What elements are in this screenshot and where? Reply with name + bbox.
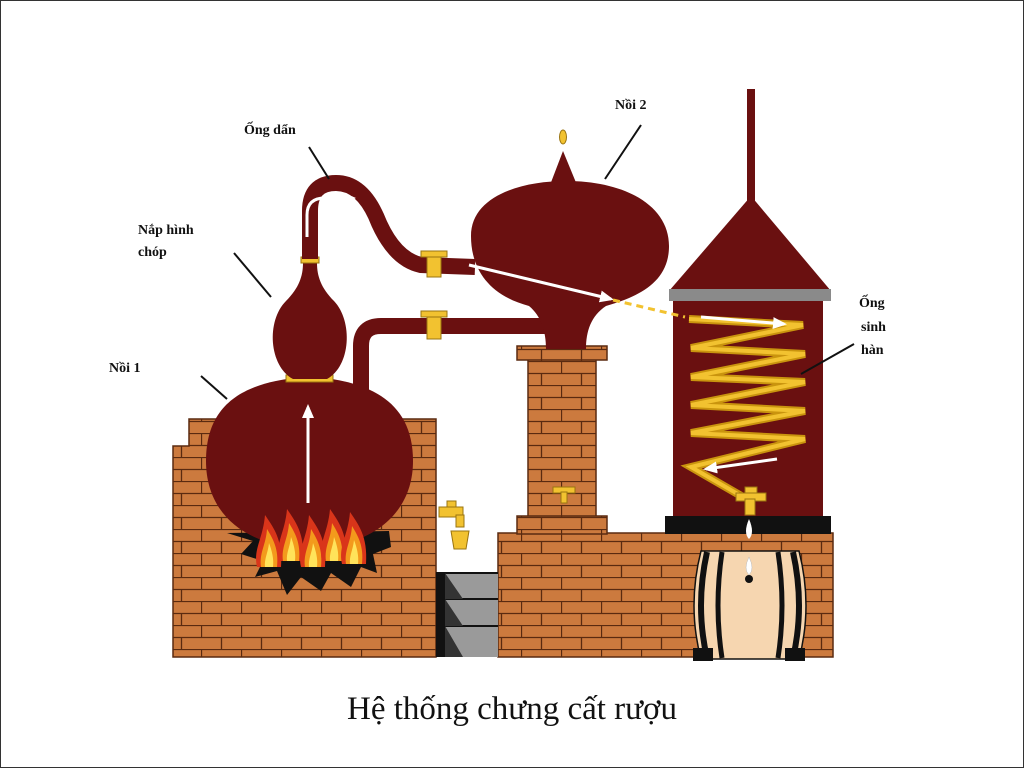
flame xyxy=(341,512,367,564)
pot-2 xyxy=(471,181,669,349)
fire xyxy=(256,509,367,567)
condenser-coil xyxy=(680,315,806,501)
condenser-faucet xyxy=(735,486,767,516)
condenser-roof xyxy=(669,196,831,291)
leader-ong-sinh-han xyxy=(800,343,855,375)
finial-tip xyxy=(559,129,567,145)
stone-steps xyxy=(436,572,498,657)
leader-noi-1 xyxy=(200,375,228,400)
valve-upper xyxy=(420,250,448,278)
flame xyxy=(321,509,347,561)
drip-drop xyxy=(745,556,753,576)
label-noi-2: Nồi 2 xyxy=(615,98,647,113)
flame xyxy=(300,515,326,567)
chimney-pipe xyxy=(747,89,755,201)
leader-nap-hinh-chop xyxy=(233,252,272,298)
pot-2-finial xyxy=(550,151,577,185)
drip-drop xyxy=(746,519,752,539)
flow-dashed-line xyxy=(612,298,686,319)
label-ong-sinh-han: Ống sinh hàn xyxy=(859,293,889,358)
left-faucet xyxy=(438,500,470,550)
brick-column xyxy=(516,345,608,535)
flow-arrow-curved xyxy=(305,192,356,237)
flow-arrow-diagonal xyxy=(468,263,614,303)
flow-arrow-coil-bottom xyxy=(703,457,778,474)
barrel-bunghole xyxy=(745,575,753,583)
column-faucet xyxy=(552,486,576,504)
valve-lower xyxy=(420,310,448,340)
barrel xyxy=(693,550,807,661)
return-pipe xyxy=(353,318,549,401)
leader-ong-dan xyxy=(308,146,330,180)
leader-noi-2 xyxy=(604,124,642,180)
slide-caption: Hệ thống chưng cất rượu xyxy=(347,691,677,727)
label-ong-dan: Ống dẩn xyxy=(244,120,296,138)
dome-cap xyxy=(272,263,347,379)
flame xyxy=(256,515,282,567)
condenser-roof-band xyxy=(669,289,831,301)
flame xyxy=(278,509,304,561)
label-nap-hinh-chop: Nắp hình chóp xyxy=(138,223,197,260)
label-noi-1: Nồi 1 xyxy=(109,361,141,376)
flow-arrow-coil-top xyxy=(700,315,787,330)
vapor-pipe xyxy=(302,174,476,275)
